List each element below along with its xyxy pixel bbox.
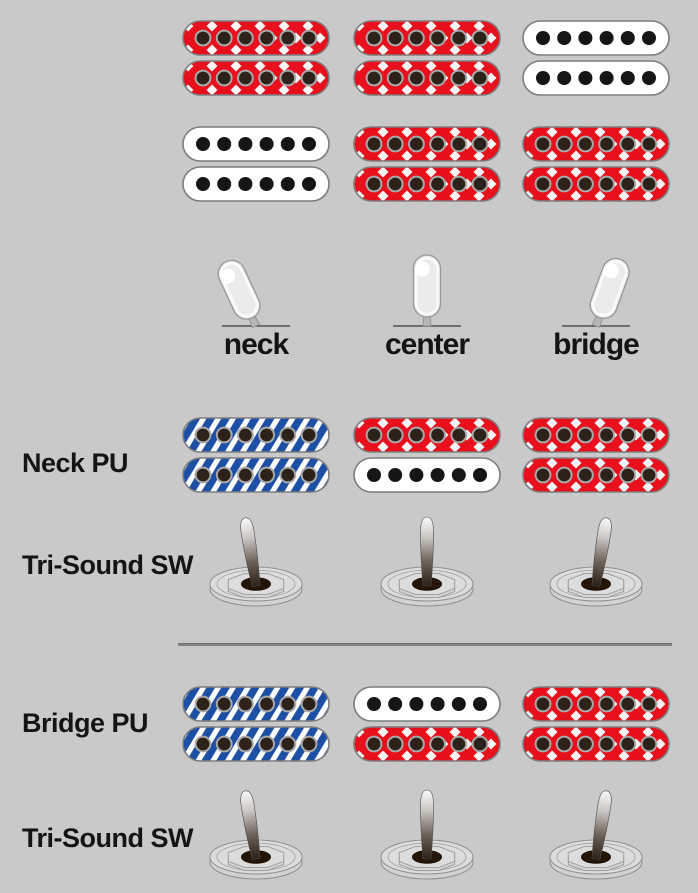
humbucker-coil-white	[353, 686, 501, 722]
selector-lever-icon	[217, 259, 290, 329]
humbucker-coil-white	[182, 126, 330, 162]
humbucker-coil-red	[353, 20, 501, 56]
humbucker-coil-red	[522, 126, 670, 162]
humbucker-coil-red	[522, 166, 670, 202]
section-divider	[178, 643, 672, 646]
pickup-pair	[353, 686, 501, 762]
selector-lever-icon	[562, 257, 630, 328]
toggle-switch-icon	[209, 517, 303, 607]
pickup-pair	[522, 417, 670, 493]
selector-label-bridge: bridge	[553, 328, 640, 361]
toggle-switch-icon	[549, 790, 643, 880]
pickup-pair	[353, 20, 501, 96]
humbucker-coil-white	[522, 20, 670, 56]
pickup-pair	[182, 20, 330, 96]
pickup-pair	[182, 126, 330, 202]
humbucker-coil-red	[522, 726, 670, 762]
humbucker-coil-red	[522, 686, 670, 722]
toggle-switch	[186, 508, 326, 618]
toggle-switch-icon	[209, 790, 303, 880]
selector-label-center: center	[384, 328, 470, 361]
tri-sound-sw-label-1: Tri-Sound SW	[22, 550, 193, 580]
toggle-switch	[526, 781, 666, 891]
humbucker-coil-red	[522, 417, 670, 453]
humbucker-coil-red	[182, 20, 330, 56]
humbucker-coil-red	[353, 126, 501, 162]
tri-sound-sw-label-2: Tri-Sound SW	[22, 823, 193, 853]
toggle-switch-icon	[380, 789, 474, 880]
toggle-switch	[357, 781, 497, 891]
selector-lever-icon	[393, 254, 461, 327]
selector-lever-bridge	[526, 248, 666, 358]
toggle-switch	[357, 508, 497, 618]
humbucker-coil-white	[353, 457, 501, 493]
selector-label-neck: neck	[223, 328, 289, 361]
bridge-pu-label: Bridge PU	[22, 708, 149, 738]
humbucker-coil-blue	[182, 417, 330, 453]
pickup-pair	[522, 126, 670, 202]
pickup-pair	[522, 20, 670, 96]
humbucker-coil-red	[353, 417, 501, 453]
neck-pu-label: Neck PU	[22, 448, 129, 478]
toggle-switch-icon	[380, 516, 474, 607]
humbucker-coil-red	[353, 60, 501, 96]
selector-lever-center	[357, 248, 497, 358]
pickup-pair	[353, 126, 501, 202]
pickup-pair	[182, 686, 330, 762]
humbucker-coil-red	[353, 726, 501, 762]
humbucker-coil-blue	[182, 686, 330, 722]
humbucker-coil-red	[353, 166, 501, 202]
toggle-switch	[186, 781, 326, 891]
pickup-pair	[182, 417, 330, 493]
humbucker-coil-blue	[182, 457, 330, 493]
toggle-switch-icon	[549, 517, 643, 607]
humbucker-coil-white	[522, 60, 670, 96]
humbucker-coil-white	[182, 166, 330, 202]
toggle-switch	[526, 508, 666, 618]
humbucker-coil-red	[522, 457, 670, 493]
selector-lever-neck	[186, 248, 326, 358]
pickup-pair	[353, 417, 501, 493]
humbucker-coil-red	[182, 60, 330, 96]
humbucker-coil-blue	[182, 726, 330, 762]
pickup-pair	[522, 686, 670, 762]
